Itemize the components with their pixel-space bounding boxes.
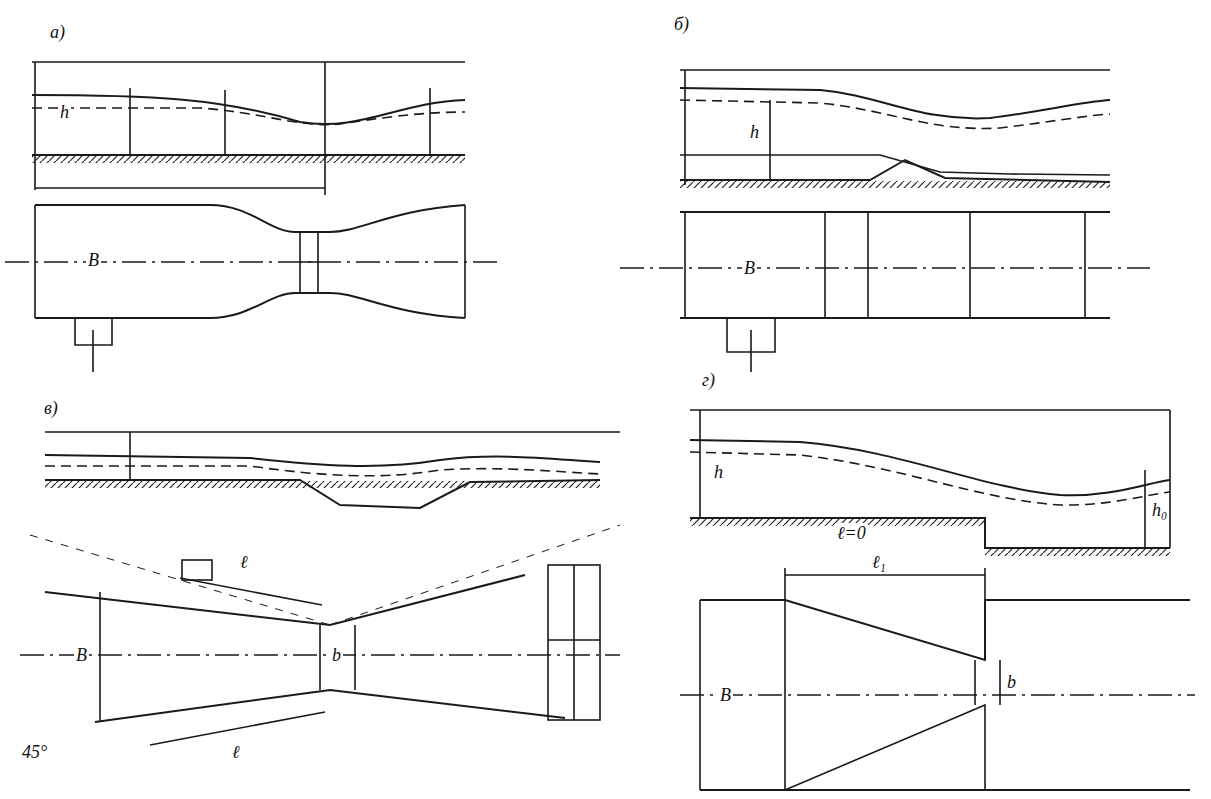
drawing-label: h: [58, 102, 71, 122]
drawing-label: h₀: [1150, 500, 1169, 520]
drawing-label: ℓ=0: [835, 523, 868, 543]
drawing-label: в): [42, 398, 60, 418]
drawing-label: B: [742, 258, 757, 278]
drawing-label: ℓ: [238, 552, 250, 572]
drawing-label: B: [74, 645, 89, 665]
drawing-label: B: [718, 685, 733, 705]
drawing-label: b: [330, 645, 343, 665]
drawing-label: г): [700, 370, 717, 390]
drawing-label: а): [48, 22, 67, 42]
drawing-label: h: [748, 122, 761, 142]
drawing-label: h: [712, 462, 725, 482]
drawing-label: b: [1005, 672, 1018, 692]
drawing-label: B: [86, 250, 101, 270]
drawing-label: 45°: [20, 742, 49, 762]
drawing-label: б): [672, 14, 691, 34]
drawing-label: ℓ: [230, 742, 242, 762]
drawing-label: ℓ₁: [870, 552, 888, 572]
